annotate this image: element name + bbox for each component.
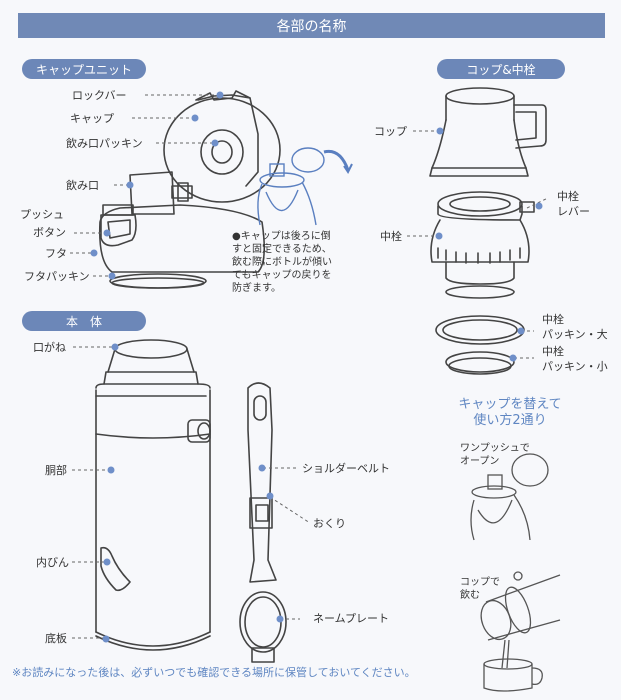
label-shoulder-belt: ショルダーベルト [302, 462, 390, 475]
leader-lines [70, 94, 549, 639]
label-mouth-packing: 飲み口パッキン [66, 137, 143, 150]
section-pill-body: 本 体 [22, 311, 146, 331]
usage-illustrations [470, 453, 561, 692]
note-line: すと固定できるため、 [232, 244, 332, 255]
label-packing-large-1: 中栓 [542, 313, 564, 326]
usage-label-line: 飲む [460, 590, 480, 601]
label-lock-bar: ロックバー [72, 89, 127, 102]
shoulder-belt-illustration [239, 382, 287, 663]
usage-heading-line: 使い方2通り [473, 413, 547, 428]
label-mouth-ring: 口がね [33, 341, 66, 354]
page-title-text: 各部の名称 [276, 18, 347, 35]
label-push-button-1: プッシュ [20, 208, 64, 221]
label-mouthpiece: 飲み口 [66, 179, 99, 192]
label-push-button-2: ボタン [33, 226, 66, 239]
section-pill-cup-stopper: コップ&中栓 [437, 59, 565, 79]
usage-cup-label: コップで 飲む [460, 576, 500, 602]
label-inner-bottle: 内びん [36, 556, 69, 569]
note-line: ●キャップは後ろに倒 [232, 231, 331, 242]
usage-label-line: ワンプッシュで [460, 443, 530, 454]
note-line: てもキャップの戻りを [232, 270, 332, 281]
footer-note: ※お読みになった後は、必ずいつでも確認できる場所に保管しておいてください。 [12, 666, 416, 679]
label-packing-large-2: パッキン・大 [542, 328, 608, 341]
usage-heading-line: キャップを替えて [458, 397, 562, 412]
section-label: キャップユニット [35, 62, 132, 77]
usage-label-line: オープン [460, 456, 500, 467]
label-stopper-lever-1: 中栓 [557, 190, 579, 203]
bottle-body-illustration [95, 339, 211, 651]
usage-heading: キャップを替えて 使い方2通り [440, 397, 580, 429]
usage-label-line: コップで [460, 577, 500, 588]
section-pill-cap-unit: キャップユニット [22, 59, 146, 79]
label-lid-packing: フタパッキン [24, 270, 90, 283]
label-lid: フタ [45, 247, 67, 260]
label-cup: コップ [374, 125, 407, 138]
cap-tilt-illustration [257, 147, 353, 226]
section-label: コップ&中栓 [466, 62, 536, 77]
label-stopper-lever-2: レバー [557, 205, 590, 218]
leader-dots [90, 91, 543, 643]
note-line: 防ぎます。 [232, 283, 281, 294]
label-stopper: 中栓 [380, 230, 402, 243]
label-name-plate: ネームプレート [313, 612, 390, 625]
label-packing-small-2: パッキン・小 [542, 360, 608, 373]
label-slider: おくり [313, 517, 346, 530]
label-cap: キャップ [70, 112, 114, 125]
label-barrel: 胴部 [45, 464, 67, 477]
label-bottom-plate: 底板 [45, 632, 67, 645]
usage-one-push-label: ワンプッシュで オープン [460, 442, 530, 468]
page-title: 各部の名称 [18, 13, 605, 38]
note-line: 飲む際にボトルが傾い [232, 257, 332, 268]
section-label: 本 体 [65, 314, 102, 329]
label-packing-small-1: 中栓 [542, 345, 564, 358]
cap-tilt-note: ●キャップは後ろに倒 すと固定できるため、 飲む際にボトルが傾い てもキャップの… [232, 230, 332, 295]
